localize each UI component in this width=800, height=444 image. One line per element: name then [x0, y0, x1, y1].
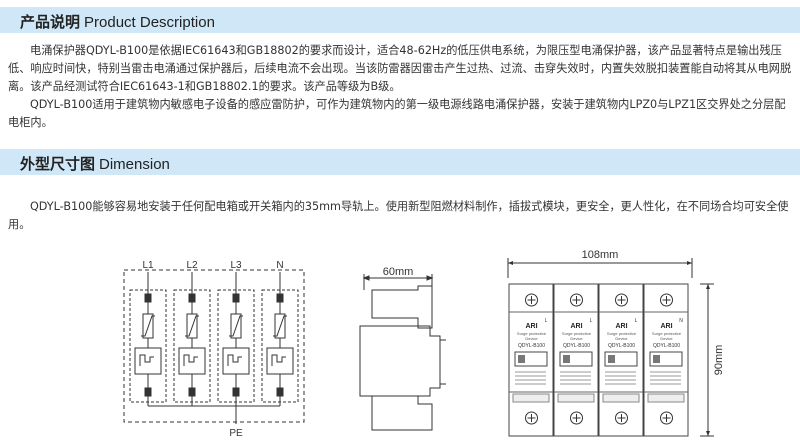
front-width-label: 108mm: [582, 249, 619, 261]
dimension-paragraph: QDYL-B100能够容易地安装于任何配电箱或开关箱内的35mm导轨上。使用新型…: [8, 200, 789, 231]
product-description-text: 电涌保护器QDYL-B100是依据IEC61643和GB18802的要求而设计，…: [8, 42, 796, 132]
status-indicator: [608, 355, 615, 363]
model-label: QDYL-B100: [653, 343, 680, 349]
terminal-label: N: [679, 318, 683, 324]
side-lower-body: [371, 395, 433, 431]
brand-label: ARI: [615, 323, 627, 330]
varistor-slash: [273, 315, 287, 337]
rail-clip-box: [512, 393, 550, 403]
disconnector-symbol: [227, 354, 242, 366]
description-paragraph-2: QDYL-B100适用于建筑物内敏感电子设备的感应雷防护，可作为建筑物内的第一级…: [8, 98, 786, 129]
brand-label: ARI: [570, 323, 582, 330]
brand-label: ARI: [525, 323, 537, 330]
model-label: QDYL-B100: [518, 343, 545, 349]
terminal-block: [188, 293, 196, 303]
disconnector-box: [134, 347, 162, 375]
status-indicator: [653, 355, 660, 363]
arrow: [706, 284, 710, 289]
varistor-slash: [229, 315, 243, 337]
rail-clip-box: [602, 393, 640, 403]
side-width-label: 60mm: [383, 266, 414, 278]
wiring-schematic: L1 L2 L3 N PE: [123, 260, 305, 439]
caption-line: Device: [525, 336, 538, 341]
outer-dashed-box: [123, 269, 305, 423]
title-en: Dimension: [99, 156, 170, 173]
status-indicator: [518, 355, 525, 363]
caption-line: Surge protective: [607, 331, 637, 336]
varistor-slash: [141, 315, 155, 337]
terminal-label: L: [545, 318, 548, 324]
arrow: [687, 261, 692, 265]
caption-line: Device: [615, 336, 628, 341]
terminal-block: [144, 293, 152, 303]
caption-line: Device: [660, 336, 673, 341]
terminal-block: [144, 387, 152, 397]
disconnector-box: [222, 347, 250, 375]
line-label: N: [276, 260, 283, 271]
varistor-slash: [185, 315, 199, 337]
title-cn: 产品说明: [20, 13, 81, 31]
rail-clip-box: [557, 393, 595, 403]
side-view-drawing: [359, 274, 446, 431]
dimension-text: QDYL-B100能够容易地安装于任何配电箱或开关箱内的35mm导轨上。使用新型…: [8, 198, 796, 234]
terminal-block: [188, 387, 196, 397]
description-paragraph-1: 电涌保护器QDYL-B100是依据IEC61643和GB18802的要求而设计，…: [8, 44, 792, 93]
model-label: QDYL-B100: [608, 343, 635, 349]
disconnector-symbol: [183, 354, 198, 366]
caption-line: Device: [570, 336, 583, 341]
arrow: [706, 431, 710, 436]
terminal-block: [232, 387, 240, 397]
status-indicator: [563, 355, 570, 363]
disconnector-box: [178, 347, 206, 375]
terminal-label: L: [635, 318, 638, 324]
arrow: [508, 261, 513, 265]
side-upper-body: [371, 285, 433, 329]
title-en: Product Description: [84, 14, 215, 31]
title-cn: 外型尺寸图: [20, 155, 96, 173]
side-mid-body: [359, 325, 441, 397]
brand-label: ARI: [660, 323, 672, 330]
caption-line: Surge protective: [652, 331, 682, 336]
pe-label: PE: [229, 428, 243, 439]
terminal-label: L: [590, 318, 593, 324]
disconnector-box: [266, 347, 294, 375]
caption-line: Surge protective: [562, 331, 592, 336]
disconnector-symbol: [139, 354, 154, 366]
front-height-label: 90mm: [713, 345, 725, 376]
arrow: [426, 275, 434, 281]
disconnector-symbol: [271, 354, 286, 366]
line-label: L2: [186, 260, 198, 271]
terminal-block: [276, 387, 284, 397]
caption-line: Surge protective: [517, 331, 547, 336]
model-label: QDYL-B100: [563, 343, 590, 349]
terminal-block: [276, 293, 284, 303]
terminal-block: [232, 293, 240, 303]
rail-clip-box: [647, 393, 685, 403]
line-label: L1: [142, 260, 154, 271]
line-label: L3: [230, 260, 242, 271]
arrow: [362, 275, 370, 281]
